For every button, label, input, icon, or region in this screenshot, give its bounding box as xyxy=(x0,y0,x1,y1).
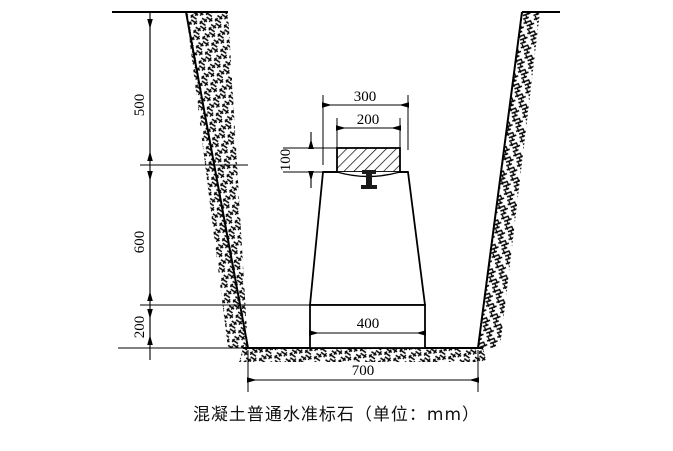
dim-300-group: 300 xyxy=(322,89,409,165)
benchmark-center-bolt xyxy=(361,170,377,189)
dim-600-label: 600 xyxy=(132,231,148,254)
excavation-wall-right xyxy=(477,11,560,349)
excavation-floor xyxy=(239,347,487,362)
concrete-monument-trapezoid xyxy=(309,171,427,306)
dim-300-label: 300 xyxy=(354,89,377,105)
excavation-wall-left xyxy=(112,11,249,349)
dim-400-group: 400 xyxy=(309,305,426,348)
dim-500-label: 500 xyxy=(132,94,148,117)
dim-400-label: 400 xyxy=(357,316,380,332)
dim-100-group: 100 xyxy=(278,132,340,188)
figure-caption: 混凝土普通水准标石（单位：mm） xyxy=(192,405,481,425)
dim-100-label: 100 xyxy=(278,149,294,172)
dim-200-width-label: 200 xyxy=(357,112,380,128)
vertical-dimension-chain: 500 600 200 xyxy=(118,12,310,360)
dim-200-depth-label: 200 xyxy=(132,316,148,339)
dim-700-group: 700 xyxy=(247,350,479,392)
dim-200-width-group: 200 xyxy=(336,112,401,148)
dim-700-label: 700 xyxy=(352,363,375,379)
